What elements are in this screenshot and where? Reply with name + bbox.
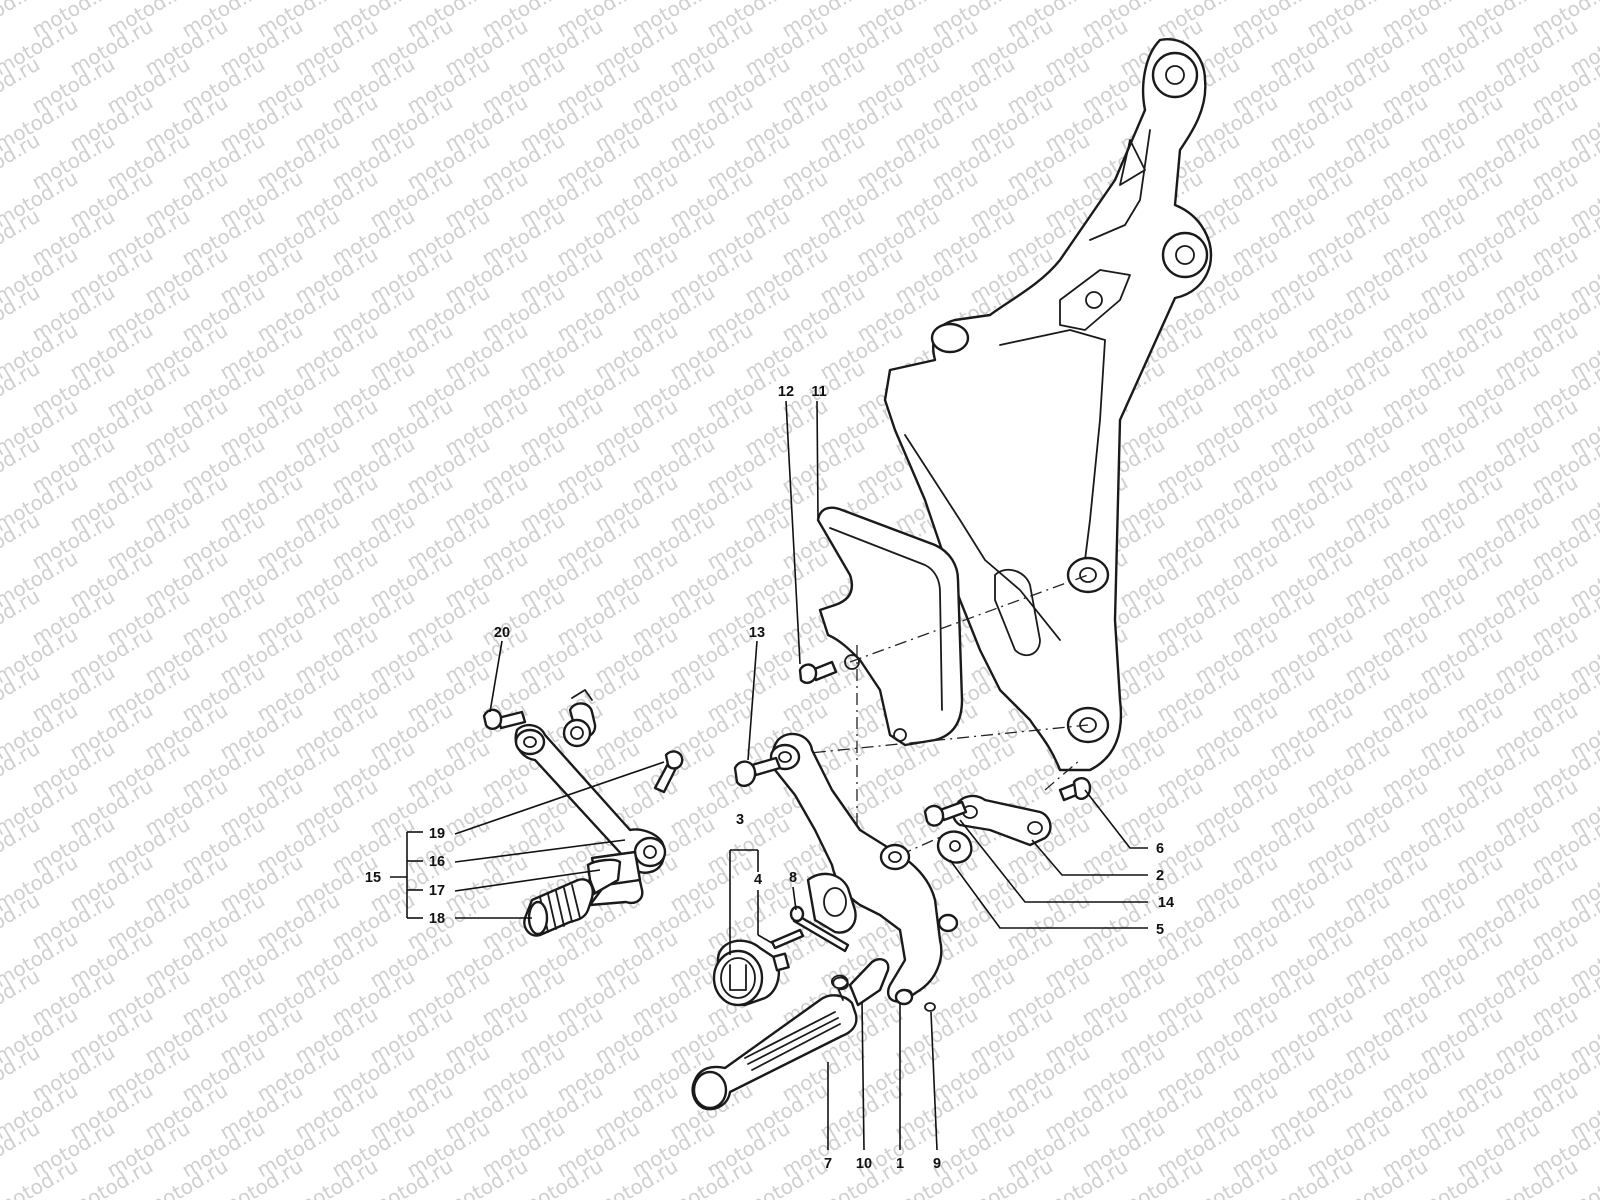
bolt-20: [482, 708, 527, 730]
bolt-12: [798, 660, 838, 684]
callout-6: 6: [1156, 841, 1164, 857]
callout-2: 2: [1156, 868, 1164, 884]
callout-19: 19: [429, 826, 445, 842]
callout-9: 9: [933, 1156, 941, 1172]
spacer-bushing: [936, 830, 973, 864]
shift-peg-rubber: [523, 878, 594, 937]
bolt-19: [653, 750, 684, 794]
pivot-pin: [894, 988, 914, 1006]
circlip: [924, 1002, 936, 1012]
footpeg: [691, 958, 890, 1111]
callout-7: 7: [824, 1156, 832, 1172]
rubber-pin: [789, 905, 850, 953]
callout-17: 17: [429, 883, 445, 899]
heel-guard-plate: [816, 506, 964, 747]
callout-11: 11: [811, 384, 826, 400]
bolt-6: [1058, 776, 1092, 802]
callout-10: 10: [856, 1156, 872, 1172]
callout-15: 15: [365, 870, 381, 886]
callout-5: 5: [1156, 922, 1164, 938]
callout-8: 8: [789, 870, 797, 886]
callout-18: 18: [429, 911, 445, 927]
callout-13: 13: [749, 625, 765, 641]
callout-1: 1: [896, 1156, 904, 1172]
callout-12: 12: [778, 384, 794, 400]
dowel-pin: [770, 928, 805, 950]
callout-16: 16: [429, 854, 445, 870]
callout-20: 20: [494, 625, 510, 641]
rubber-damper: [712, 939, 790, 1007]
bolt-14: [923, 800, 968, 827]
bolt-13: [733, 756, 782, 787]
callout-14: 14: [1158, 895, 1174, 911]
shift-lever: [514, 723, 667, 874]
return-spring: [830, 974, 849, 1001]
leader-lines: [390, 400, 1148, 1151]
callout-3: 3: [736, 812, 744, 828]
callout-4: 4: [754, 872, 762, 888]
shift-shaft: [562, 689, 597, 748]
callout-labels: 12 11 13 20 3 4 8 7 10 1 9 6 2 14 5 15 1…: [365, 384, 1174, 1172]
